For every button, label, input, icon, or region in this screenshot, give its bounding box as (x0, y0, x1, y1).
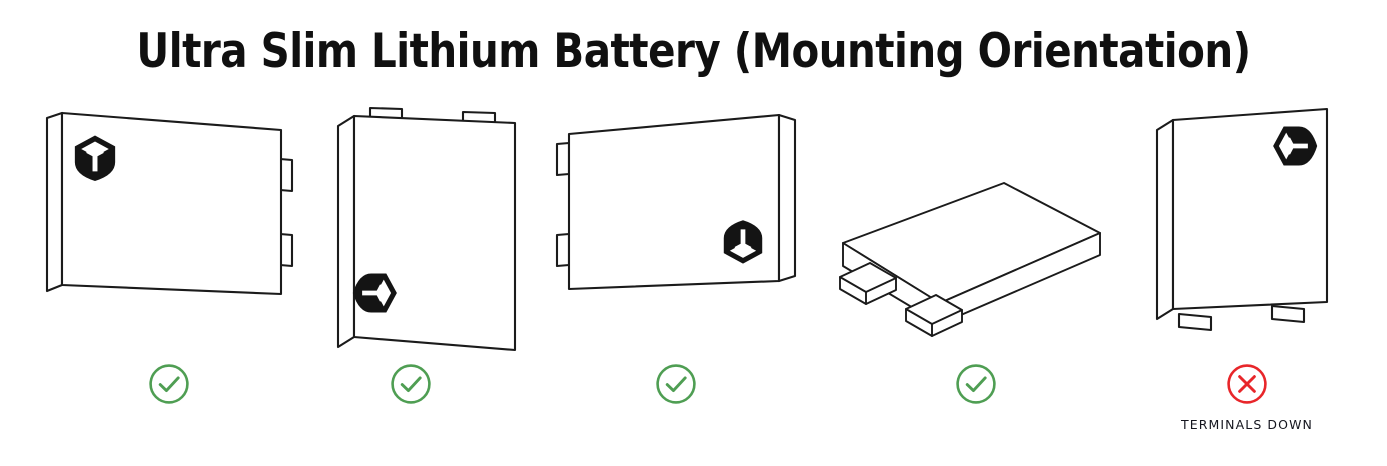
terminal-tab (555, 141, 571, 177)
verdict-figure-5: TERMINALS DOWN (1147, 362, 1347, 432)
verdict-figure-1 (69, 362, 269, 406)
figure-5-portrait-terminals-down (1150, 95, 1370, 385)
figure-4-flat-lying-isometric (828, 95, 1128, 385)
terminal-tab (555, 232, 571, 268)
figure-2-portrait-terminals-up (330, 95, 560, 385)
terminal-tab (905, 294, 963, 337)
verdict-figure-4 (876, 362, 1076, 406)
verdict-figure-2 (311, 362, 511, 406)
page-title: Ultra Slim Lithium Battery (Mounting Ori… (136, 24, 1251, 79)
cross-circle-icon (1227, 364, 1267, 404)
box-orientation-icon (1273, 126, 1318, 166)
figure-3-landscape-terminals-left (555, 95, 825, 385)
check-circle-icon (149, 364, 189, 404)
check-circle-icon (656, 364, 696, 404)
check-circle-icon (391, 364, 431, 404)
box-orientation-icon (723, 220, 763, 264)
rejection-caption: TERMINALS DOWN (1180, 417, 1314, 432)
box-orientation-icon (352, 273, 397, 313)
terminal-tab (839, 262, 897, 305)
figure-row (0, 95, 1387, 385)
check-circle-icon (956, 364, 996, 404)
terminal-tab (1270, 304, 1306, 324)
verdict-figure-3 (576, 362, 776, 406)
figure-1-landscape-terminals-right (40, 95, 330, 385)
verdict-row: TERMINALS DOWN (0, 362, 1387, 462)
box-orientation-icon (74, 135, 116, 181)
terminal-tab (1177, 312, 1213, 332)
